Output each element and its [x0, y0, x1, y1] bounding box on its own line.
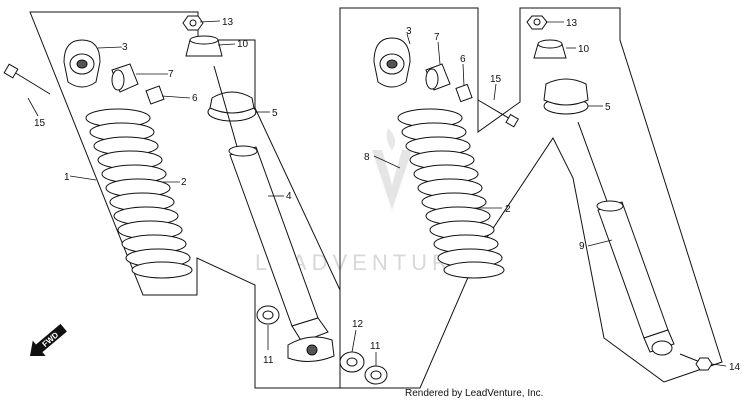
fwd-direction-marker: FWD [30, 323, 67, 356]
right-callout-14: 14 [729, 362, 741, 373]
right-collar [455, 83, 473, 103]
right-callout-7: 7 [434, 32, 440, 43]
right-callout-8: 8 [364, 152, 370, 163]
left-spring [85, 108, 193, 279]
right-spring [397, 108, 505, 279]
left-nut [182, 15, 204, 31]
right-bump-rubber [533, 39, 567, 59]
left-callout-2: 2 [181, 177, 187, 188]
right-callout-13: 13 [566, 18, 578, 29]
right-callout-5: 5 [605, 102, 611, 113]
right-spring-seat [543, 78, 589, 115]
right-callout-6: 6 [460, 54, 466, 65]
right-assembly: 3 7 6 15 13 10 5 8 2 9 14 [339, 7, 741, 389]
fwd-arrow-icon [30, 323, 67, 356]
left-callout-4: 4 [286, 191, 292, 202]
left-bearing [339, 351, 388, 385]
right-upper-mount [373, 37, 411, 88]
right-callout-2: 2 [505, 204, 511, 215]
right-assembly-outline [339, 7, 723, 389]
left-bolt [3, 63, 51, 95]
left-callout-1: 1 [64, 172, 70, 183]
left-collar [145, 85, 165, 105]
left-callout-15: 15 [34, 118, 46, 129]
watermark-flame-icon [386, 128, 396, 150]
left-callout-7: 7 [168, 69, 174, 80]
left-bushing [111, 63, 139, 93]
left-spring-seat [207, 91, 257, 122]
right-callout-3: 3 [406, 26, 412, 37]
left-callout-5: 5 [272, 108, 278, 119]
left-callout-11-seal: 11 [263, 355, 274, 366]
left-callout-11-bearing: 11 [370, 341, 381, 352]
right-bushing [425, 63, 451, 91]
left-callout-12: 12 [352, 319, 364, 330]
left-upper-mount [63, 39, 101, 88]
left-shock-absorber [213, 65, 335, 362]
render-credit: Rendered by LeadVenture, Inc. [405, 388, 543, 399]
left-callout-3: 3 [122, 42, 128, 53]
watermark-logo-icon [372, 150, 412, 210]
right-bolt [477, 99, 520, 128]
left-callout-13: 13 [222, 17, 234, 28]
right-bolt-14 [679, 353, 713, 371]
right-shock-absorber [577, 121, 675, 356]
left-callout-6: 6 [192, 93, 198, 104]
left-bump-rubber [185, 35, 223, 57]
right-callout-15: 15 [490, 74, 502, 85]
left-callout-10: 10 [237, 39, 249, 50]
right-callout-10: 10 [578, 44, 590, 55]
right-nut [526, 15, 548, 30]
left-assembly: 3 7 6 13 10 5 15 1 2 4 11 12 11 [3, 11, 388, 389]
left-seal [256, 305, 280, 325]
right-callout-9: 9 [579, 241, 585, 252]
